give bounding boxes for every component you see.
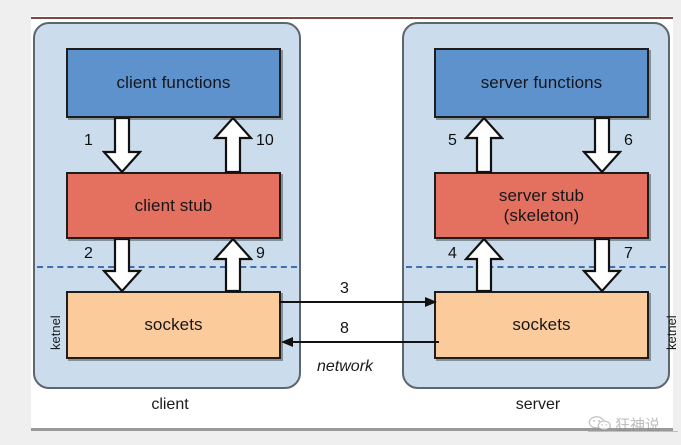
wechat-icon — [588, 415, 612, 433]
bottom-divider-rule — [31, 428, 673, 431]
server-sockets-block[interactable]: sockets — [434, 291, 649, 359]
watermark-text: 狂神说 — [615, 415, 661, 434]
network-request-arrow — [279, 292, 439, 312]
arrow-client-sockets-to-stub — [213, 239, 253, 292]
client-sockets-label: sockets — [144, 315, 203, 335]
step-label-1: 1 — [84, 132, 93, 149]
server-stub-label-line1: server stub — [498, 185, 585, 205]
client-functions-label: client functions — [116, 73, 231, 93]
client-stub-block[interactable]: client stub — [66, 172, 281, 239]
step-label-8: 8 — [340, 320, 349, 337]
client-kernel-label: ketnel — [48, 315, 63, 350]
step-label-4: 4 — [448, 245, 457, 262]
arrow-client-stub-to-sockets — [102, 239, 142, 292]
top-divider-rule — [31, 17, 673, 19]
server-functions-block[interactable]: server functions — [434, 48, 649, 118]
arrow-server-stub-to-sockets — [582, 239, 622, 292]
step-label-10: 10 — [256, 132, 274, 149]
server-sockets-label: sockets — [512, 315, 571, 335]
step-label-2: 2 — [84, 245, 93, 262]
server-stub-block[interactable]: server stub (skeleton) — [434, 172, 649, 239]
server-kernel-label: ketnel — [664, 315, 679, 350]
arrow-server-functions-to-stub — [582, 118, 622, 173]
step-label-9: 9 — [256, 245, 265, 262]
arrow-client-functions-to-stub — [102, 118, 142, 173]
server-stub-label-line2: (skeleton) — [503, 205, 580, 225]
server-functions-label: server functions — [480, 73, 603, 93]
step-label-3: 3 — [340, 280, 349, 297]
client-kernel-boundary-dashed-line — [37, 266, 297, 268]
arrow-server-stub-to-functions — [464, 118, 504, 173]
client-caption: client — [151, 396, 189, 413]
step-label-6: 6 — [624, 132, 633, 149]
arrow-server-sockets-to-stub — [464, 239, 504, 292]
network-label: network — [317, 358, 374, 375]
watermark-underline — [588, 431, 678, 432]
arrow-client-stub-to-functions — [213, 118, 253, 173]
server-kernel-boundary-dashed-line — [406, 266, 666, 268]
step-label-7: 7 — [624, 245, 633, 262]
watermark: 狂神说 — [588, 409, 678, 439]
client-functions-block[interactable]: client functions — [66, 48, 281, 118]
client-sockets-block[interactable]: sockets — [66, 291, 281, 359]
client-stub-label: client stub — [134, 195, 213, 215]
server-caption: server — [515, 396, 561, 413]
network-reply-arrow — [279, 332, 439, 352]
step-label-5: 5 — [448, 132, 457, 149]
